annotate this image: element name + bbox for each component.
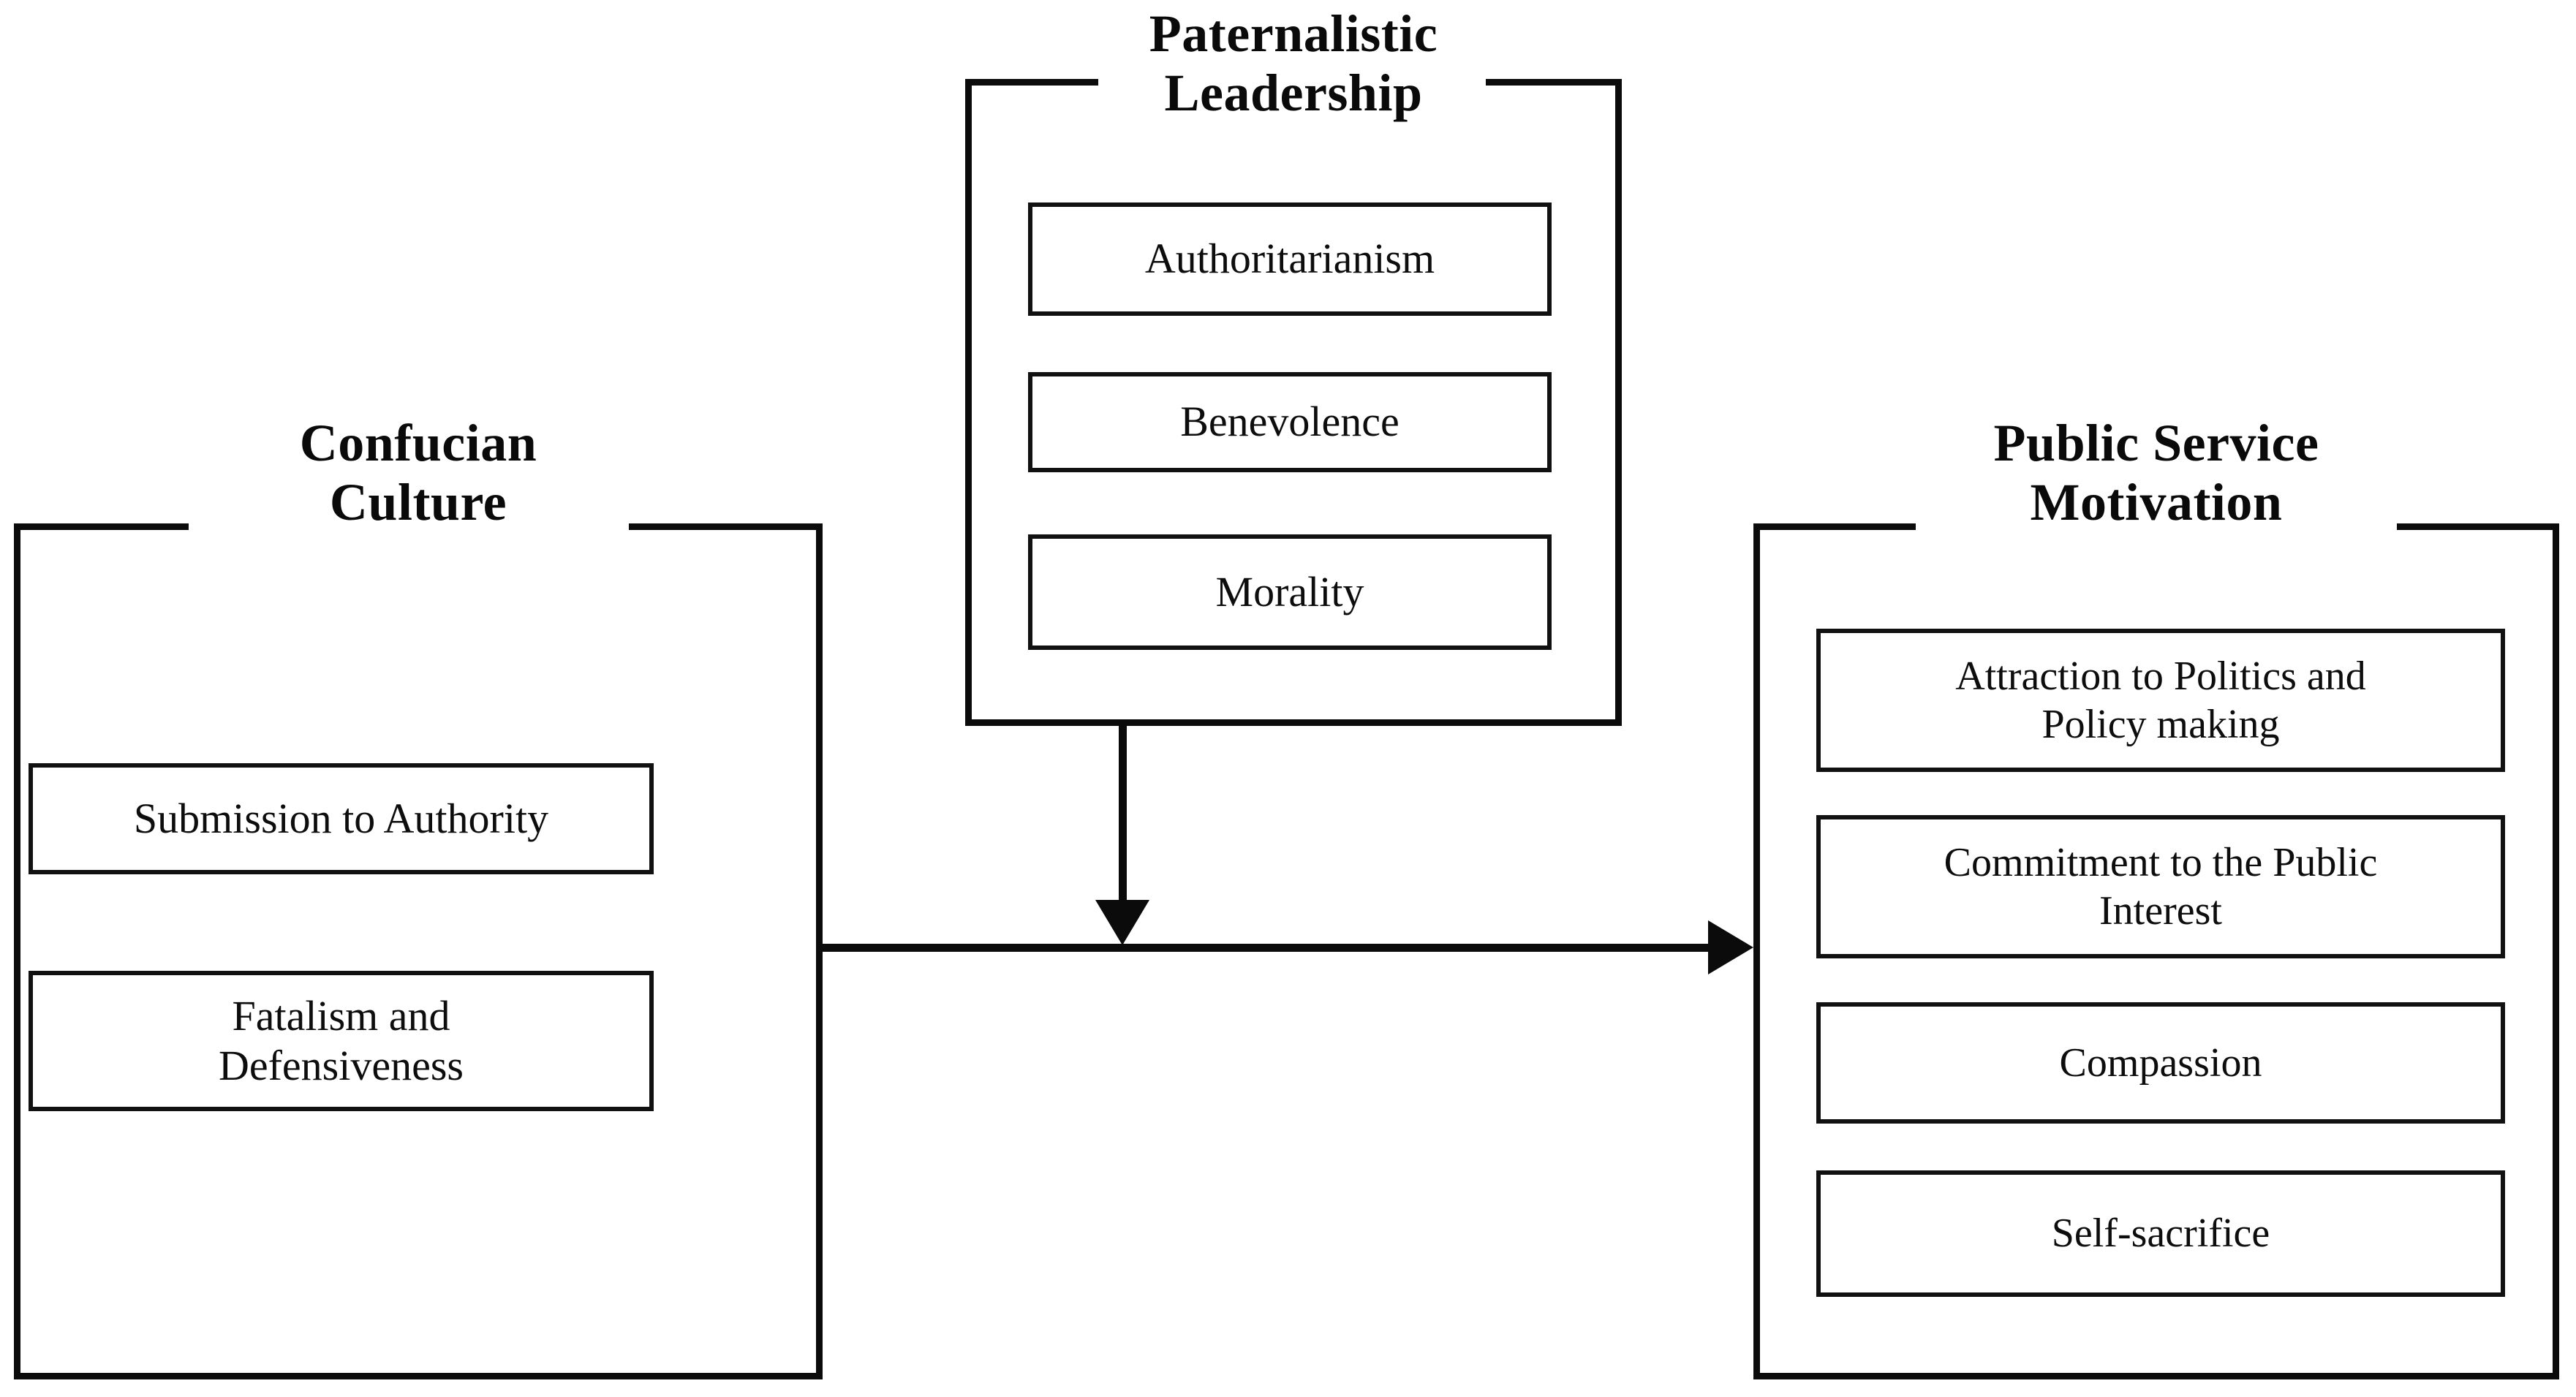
concept-box-commitment-to-the-public-interest[interactable]: Commitment to the Public Interest: [1816, 815, 2505, 958]
panel-border-top-right: [1486, 79, 1622, 86]
panel-border-right: [2553, 523, 2559, 1379]
panel-public-service-motivation: Public Service Motivation Attraction to …: [1753, 414, 2559, 1379]
panel-border-top-right: [2397, 523, 2559, 530]
concept-label: Submission to Authority: [133, 794, 549, 842]
concept-label: Self-sacrifice: [2051, 1211, 2270, 1257]
panel-title-paternalistic-leadership: Paternalistic Leadership: [1149, 4, 1438, 122]
panel-border-left: [14, 523, 20, 1379]
concept-box-authoritarianism[interactable]: Authoritarianism: [1028, 202, 1552, 316]
concept-label: Morality: [1215, 567, 1364, 616]
concept-label: Commitment to the Public Interest: [1944, 839, 2378, 934]
panel-border-right: [816, 523, 823, 1379]
panel-border-top-left: [965, 79, 1098, 86]
panel-border-top-left: [1753, 523, 1916, 530]
panel-border-top-right: [629, 523, 823, 530]
concept-box-morality[interactable]: Morality: [1028, 534, 1552, 650]
concept-label: Compassion: [2059, 1040, 2262, 1086]
panel-border-bottom: [14, 1373, 823, 1379]
panel-title-public-service-motivation: Public Service Motivation: [1993, 414, 2319, 531]
concept-label: Attraction to Politics and Policy making: [1955, 653, 2366, 747]
panel-confucian-culture: Confucian Culture Submission to Authorit…: [14, 414, 823, 1379]
connector-leadership-to-path-arrowhead: [1095, 900, 1149, 945]
panel-paternalistic-leadership: Paternalistic Leadership Authoritarianis…: [965, 4, 1622, 726]
concept-box-attraction-to-politics-and-policy-making[interactable]: Attraction to Politics and Policy making: [1816, 629, 2505, 772]
concept-box-submission-to-authority[interactable]: Submission to Authority: [29, 763, 654, 874]
panel-border-left: [1753, 523, 1760, 1379]
connector-leadership-to-path-line: [1119, 726, 1127, 900]
concept-label: Authoritarianism: [1144, 235, 1435, 283]
concept-box-compassion[interactable]: Compassion: [1816, 1002, 2505, 1124]
connector-culture-to-psm-arrowhead: [1708, 920, 1753, 974]
concept-box-self-sacrifice[interactable]: Self-sacrifice: [1816, 1170, 2505, 1297]
panel-border-bottom: [1753, 1373, 2559, 1379]
concept-label: Fatalism and Defensiveness: [218, 991, 464, 1089]
concept-label: Benevolence: [1180, 398, 1400, 446]
concept-box-fatalism-and-defensiveness[interactable]: Fatalism and Defensiveness: [29, 971, 654, 1111]
connector-culture-to-psm-line: [823, 944, 1711, 952]
panel-border-bottom: [965, 719, 1622, 726]
panel-border-left: [965, 79, 972, 726]
panel-title-confucian-culture: Confucian Culture: [299, 414, 537, 531]
panel-border-right: [1615, 79, 1622, 726]
panel-border-top-left: [14, 523, 189, 530]
concept-box-benevolence[interactable]: Benevolence: [1028, 372, 1552, 472]
